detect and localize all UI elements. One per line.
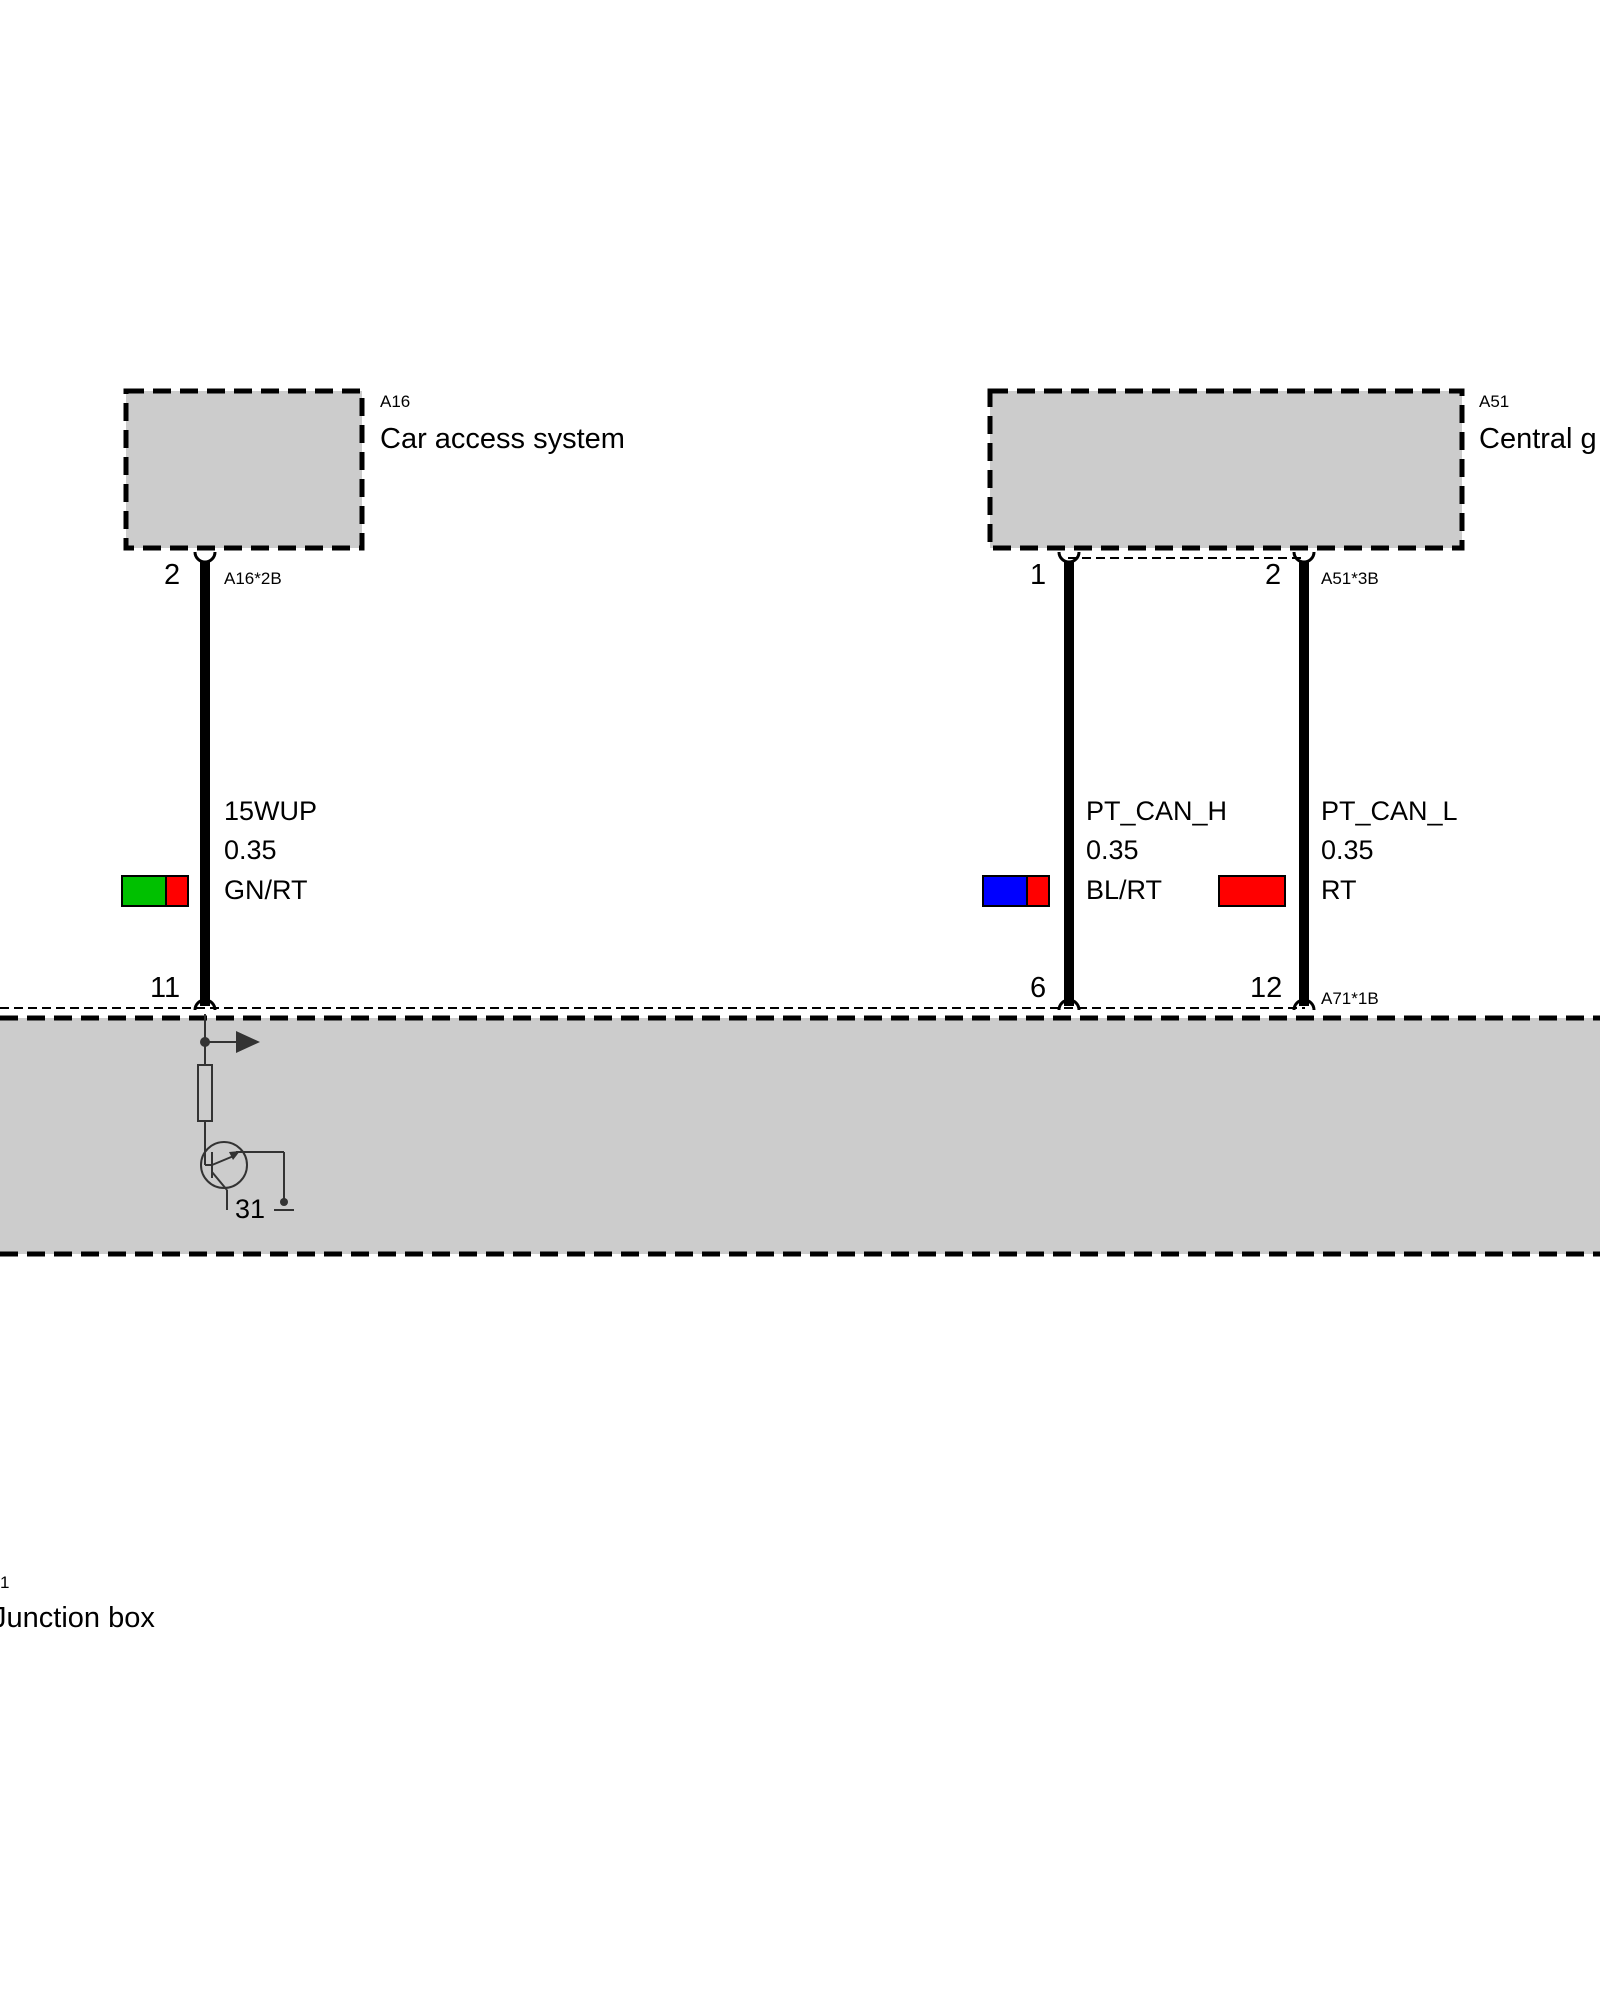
component-a16[interactable]: A16 Car access system [123,388,625,551]
component-junction-box[interactable]: 1 Junction box [0,1015,1600,1634]
pin-bottom-15wup: 11 [150,972,180,1004]
pin-bottom-pt-can-l: 12 [1250,972,1282,1004]
color-swatch-pt-can-h [982,875,1050,907]
signal-pt-can-l: PT_CAN_L [1321,796,1458,826]
pin-top-pt-can-h: 1 [1030,559,1046,591]
pin-bottom-pt-can-h-terminal [1057,998,1081,1011]
connector-a51-3b: A51*3B [1321,569,1379,588]
a51-box [987,388,1465,551]
junction-box-band [0,1018,1600,1254]
gauge-pt-can-l: 0.35 [1321,835,1374,865]
pin-top-15wup-terminal [193,551,217,564]
color-code-15wup: GN/RT [224,875,308,905]
swatch-15wup-main [121,875,167,907]
pin-bottom-pt-can-l-terminal [1292,998,1316,1011]
pin-bottom-pt-can-h: 6 [1030,972,1046,1004]
pin-top-pt-can-l: 2 [1265,559,1281,591]
transistor-emitter-arrow [229,1151,240,1160]
wire-pt-can-h[interactable]: 1 6 PT_CAN_H 0.35 BL/RT [982,551,1227,1011]
signal-pt-can-h: PT_CAN_H [1086,796,1227,826]
gauge-pt-can-h: 0.35 [1086,835,1139,865]
wire-15wup[interactable]: 2 11 15WUP 0.35 GN/RT [121,551,317,1011]
ground-dot [280,1198,288,1206]
pin-top-pt-can-h-terminal [1057,551,1081,564]
connector-a16-2b: A16*2B [224,569,282,588]
transistor-collector [211,1171,228,1191]
swatch-15wup-stripe [165,875,189,907]
a16-box [123,388,365,551]
a51-name: Central g [1479,423,1597,455]
swatch-pt-can-l-main [1218,875,1286,907]
connector-a71-1b: A71*1B [1321,989,1379,1008]
a51-id: A51 [1479,392,1509,411]
arrow-right-icon [236,1031,260,1053]
color-code-pt-can-l: RT [1321,875,1357,905]
wire-pt-can-l[interactable]: 2 12 PT_CAN_L 0.35 RT [1218,551,1458,1011]
a16-name: Car access system [380,423,625,455]
ground-label-31: 31 [235,1194,265,1224]
pin-bottom-15wup-terminal [193,998,217,1011]
pin-top-pt-can-l-terminal [1292,551,1316,564]
junction-box-id: 1 [0,1573,9,1592]
pin-top-15wup: 2 [164,559,180,591]
gauge-15wup: 0.35 [224,835,277,865]
color-swatch-pt-can-l [1218,875,1286,907]
color-swatch-15wup [121,875,189,907]
component-a51[interactable]: A51 Central g [987,388,1597,551]
swatch-pt-can-h-stripe [1026,875,1050,907]
swatch-pt-can-h-main [982,875,1028,907]
junction-box-name: Junction box [0,1602,155,1634]
a16-id: A16 [380,392,410,411]
transistor-icon [200,1141,248,1189]
color-code-pt-can-h: BL/RT [1086,875,1162,905]
signal-15wup: 15WUP [224,796,317,826]
internal-wakeup-circuit: 31 [197,1014,294,1224]
